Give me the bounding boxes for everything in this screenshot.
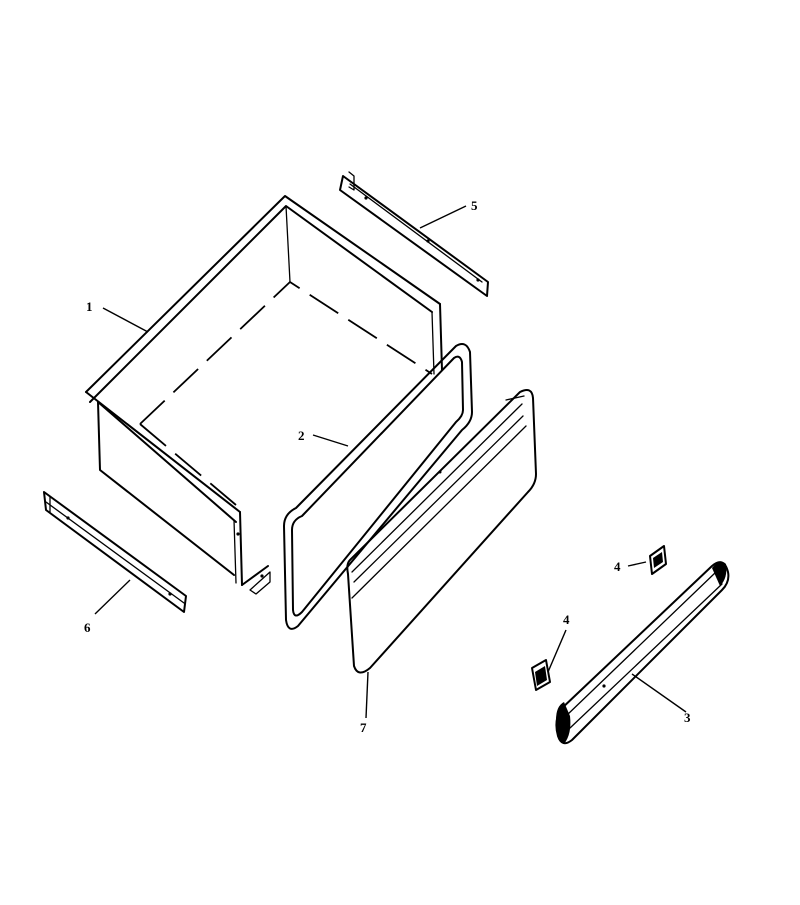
callout-4b: 4 [563, 612, 570, 627]
callout-5: 5 [471, 198, 478, 213]
drawer-handle [555, 561, 730, 745]
callout-6: 6 [84, 620, 91, 635]
handle-clip-lower [531, 659, 551, 691]
handle-clip-upper [649, 545, 667, 575]
callout-1: 1 [86, 299, 93, 314]
side-rail [43, 491, 187, 613]
callout-3: 3 [684, 710, 691, 725]
drawer-front-panel [346, 389, 537, 674]
callout-2: 2 [298, 428, 305, 443]
callout-7: 7 [360, 720, 367, 735]
callout-labels: 1 2 3 4 4 5 6 7 [84, 198, 691, 735]
leader-lines [94, 205, 687, 719]
drawer-box [85, 195, 443, 595]
rear-rail [339, 171, 489, 297]
callout-4a: 4 [614, 559, 621, 574]
